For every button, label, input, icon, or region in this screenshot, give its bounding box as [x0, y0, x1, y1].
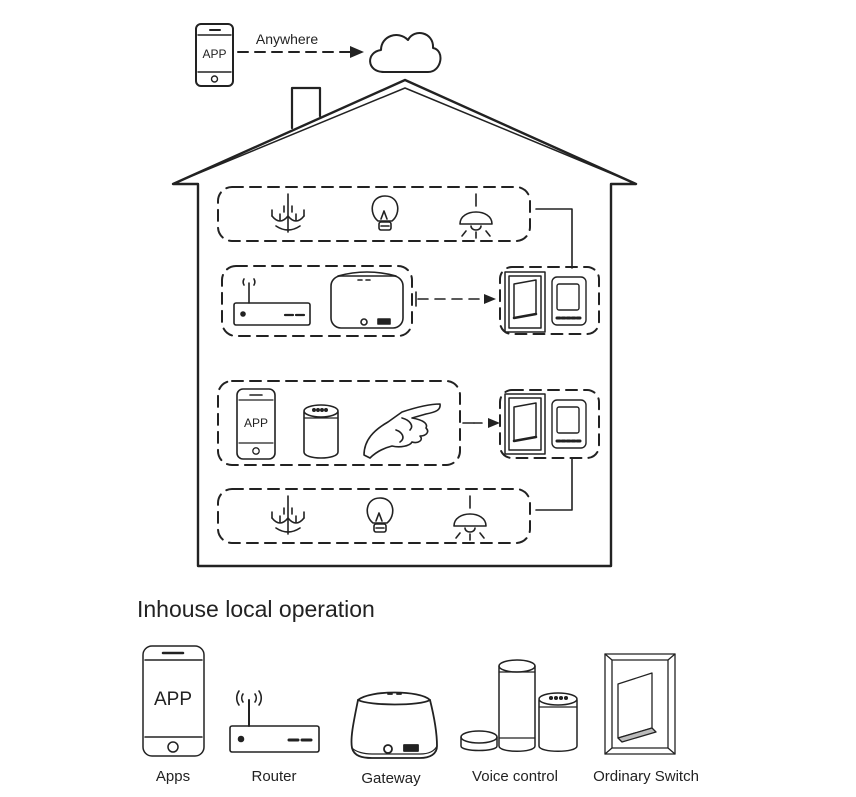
- legend-voice-control-label: Voice control: [472, 768, 558, 785]
- phone-icon-house: APP: [236, 388, 276, 460]
- network-group: [221, 265, 413, 337]
- pendant-lamp-icon: [459, 193, 493, 239]
- section-title: Inhouse local operation: [137, 596, 375, 622]
- legend-router-label: Router: [251, 768, 296, 785]
- gateway-icon-house: [330, 271, 404, 329]
- smart-switch-icon-2: [504, 393, 546, 455]
- router-icon-house: [233, 278, 311, 326]
- legend-apps-label: Apps: [156, 768, 190, 785]
- smart-switch-icon-1: [504, 271, 546, 333]
- remote-link-arrow: [237, 46, 364, 58]
- hand-touch-icon: [363, 403, 441, 459]
- relay-module-icon-1: [551, 276, 587, 326]
- legend-apps-screen-label: APP: [154, 689, 192, 710]
- legend-voice-control-icon: [460, 659, 578, 752]
- anywhere-label: Anywhere: [256, 31, 318, 47]
- pendant-lamp-icon: [453, 495, 487, 541]
- lights-group-top: [217, 186, 531, 242]
- legend-ordinary-switch-icon: [604, 653, 676, 755]
- legend-gateway-icon: [350, 691, 438, 759]
- gateway-to-switch-arrow: [415, 291, 496, 307]
- switch-module-2-group: [499, 389, 600, 459]
- switch-module-1-group: [499, 266, 600, 335]
- control-to-switch-arrow: [462, 418, 500, 428]
- smart-speaker-icon-house: [303, 404, 339, 459]
- remote-phone-label: APP: [202, 47, 226, 61]
- chandelier-icon: [271, 193, 305, 233]
- remote-phone-icon: APP: [195, 23, 234, 87]
- legend-router-icon: [229, 690, 320, 753]
- lights-bottom-wire: [535, 457, 573, 511]
- cloud-icon: [369, 32, 442, 73]
- control-group: [217, 380, 461, 466]
- lights-group-bottom: [217, 488, 531, 544]
- chandelier-icon: [271, 495, 305, 535]
- house-phone-label: APP: [244, 416, 268, 430]
- legend-gateway-label: Gateway: [361, 770, 421, 787]
- legend-apps-icon: APP: [142, 645, 205, 757]
- house-outline: [171, 78, 638, 568]
- bulb-icon: [371, 195, 399, 231]
- bulb-icon: [366, 497, 394, 533]
- lights-top-wire: [535, 208, 573, 269]
- relay-module-icon-2: [551, 399, 587, 449]
- legend-ordinary-switch-label: Ordinary Switch: [593, 768, 699, 785]
